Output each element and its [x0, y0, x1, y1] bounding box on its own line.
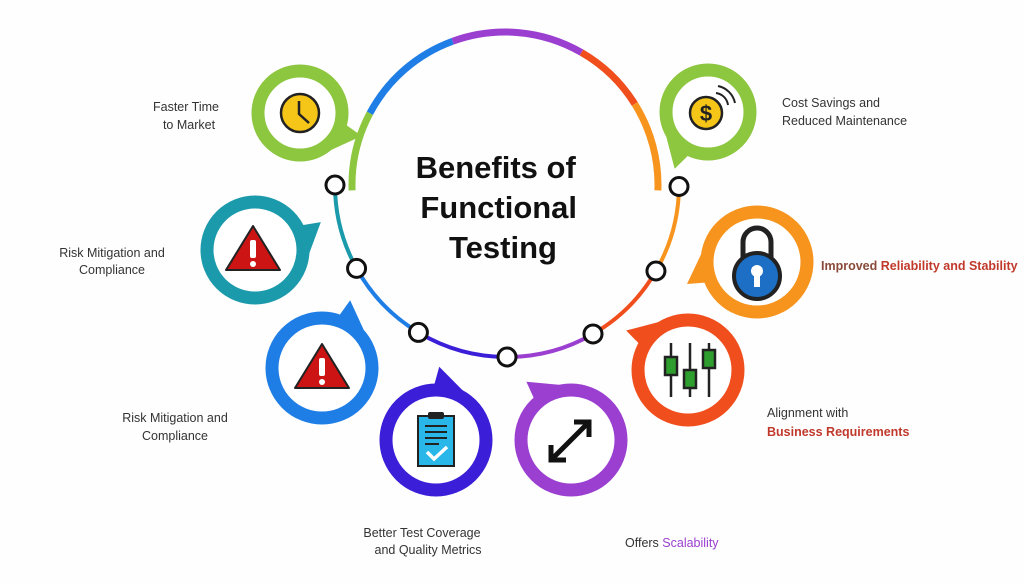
dollar-coin-icon: $: [688, 85, 736, 131]
title-line-3: Testing: [449, 230, 557, 265]
ring-segment: [631, 102, 662, 191]
connector-segment: [591, 269, 658, 336]
connector-segment: [654, 186, 681, 272]
padlock-icon: [732, 225, 782, 301]
connector-node: [582, 323, 604, 345]
ring-segment: [366, 37, 454, 115]
label-scalability: Offers Scalability: [625, 536, 719, 550]
connector-node: [496, 346, 518, 368]
bubble-scalability: [514, 381, 628, 497]
title-line-2: Functional: [420, 190, 577, 225]
label-reliability: Improved Reliability and Stability: [821, 259, 1018, 273]
warning-icon: [294, 343, 350, 389]
connector-nodes: [324, 174, 690, 368]
diagram-title: Benefits of Functional Testing: [416, 150, 586, 265]
connector-segment: [506, 332, 594, 359]
bubble-business-alignment: [626, 313, 745, 427]
ring-segment: [348, 111, 374, 191]
expand-arrows-icon: [548, 419, 592, 463]
svg-text:$: $: [700, 101, 712, 126]
clipboard-check-icon: [417, 412, 455, 467]
connector-segment: [417, 330, 508, 359]
benefit-bubbles: [200, 63, 814, 497]
connector-node: [407, 321, 429, 343]
sliders-icon: [663, 343, 717, 397]
connector-node: [668, 176, 690, 198]
title-line-1: Benefits of: [416, 150, 577, 185]
warning-icon: [225, 225, 281, 271]
connector-node: [346, 257, 368, 279]
connector-node: [645, 260, 667, 282]
connector-segment: [333, 184, 359, 270]
ring-segment: [451, 28, 584, 56]
clock-icon: [279, 92, 321, 134]
ring-segment: [579, 49, 638, 106]
connector-node: [324, 174, 346, 196]
connector-segment: [354, 267, 420, 335]
